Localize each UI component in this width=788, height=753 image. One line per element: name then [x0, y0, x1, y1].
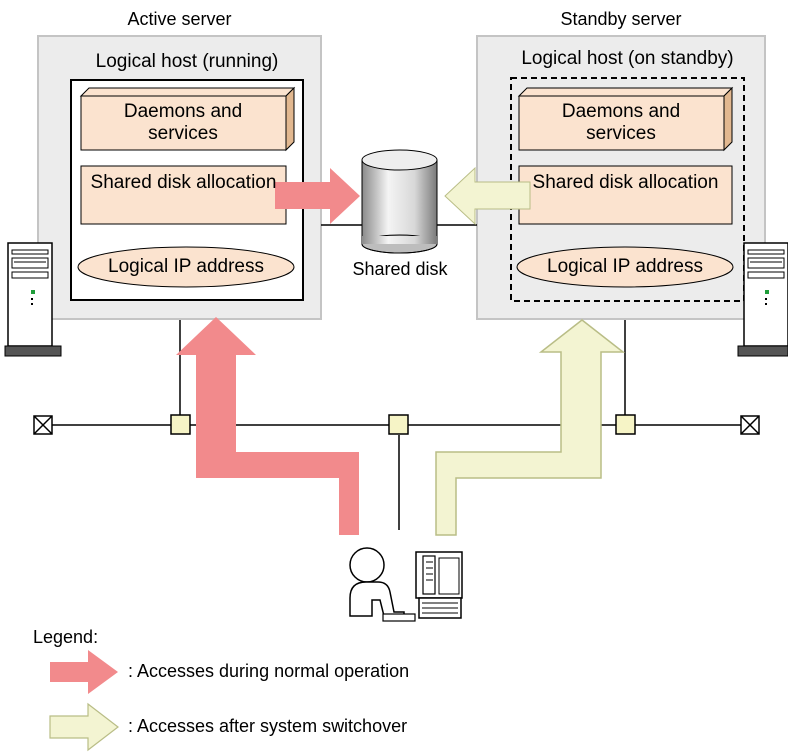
- shared-disk-label: Shared disk: [352, 259, 448, 279]
- active-daemons-block: [79, 86, 296, 152]
- active-logical-host-label: Logical host (running): [95, 51, 279, 72]
- switchover-disk-arrow: [444, 166, 531, 226]
- legend-title: Legend:: [33, 627, 99, 647]
- hub-client: [388, 414, 409, 435]
- active-disk-alloc-box: [80, 165, 287, 225]
- client-user-icon: [349, 547, 416, 622]
- standby-logical-host-label: Logical host (on standby): [521, 48, 734, 69]
- standby-logical-ip-label: Logical IP address: [547, 256, 703, 277]
- legend-normal-arrow: [50, 650, 118, 694]
- hub-standby: [615, 414, 636, 435]
- terminator-left-icon: [33, 415, 53, 435]
- terminator-right-icon: [740, 415, 760, 435]
- normal-disk-arrow: [275, 168, 360, 224]
- active-disk-alloc-label: Shared disk allocation: [90, 172, 277, 193]
- standby-server-tower-icon: [737, 242, 788, 357]
- standby-disk-alloc-label: Shared disk allocation: [532, 172, 719, 193]
- shared-disk-cylinder: [361, 149, 438, 254]
- active-daemons-label: Daemons and services: [123, 101, 243, 144]
- legend-switchover-label: : Accesses after system switchover: [128, 716, 408, 736]
- normal-access-arrow: [176, 317, 359, 535]
- standby-server-title: Standby server: [560, 9, 682, 29]
- switchover-access-arrow: [435, 319, 626, 536]
- hub-active: [170, 414, 191, 435]
- legend-normal-label: : Accesses during normal operation: [128, 661, 410, 681]
- standby-daemons-label: Daemons and services: [561, 101, 681, 144]
- legend-switchover-arrow: [49, 702, 119, 752]
- active-server-title: Active server: [127, 9, 232, 29]
- standby-daemons-block: [517, 86, 734, 152]
- client-computer-icon: [415, 551, 463, 619]
- standby-logical-ip-ellipse: [516, 246, 734, 288]
- active-server-tower-icon: [4, 242, 62, 357]
- active-logical-ip-label: Logical IP address: [108, 256, 264, 277]
- active-logical-ip-ellipse: [77, 246, 295, 288]
